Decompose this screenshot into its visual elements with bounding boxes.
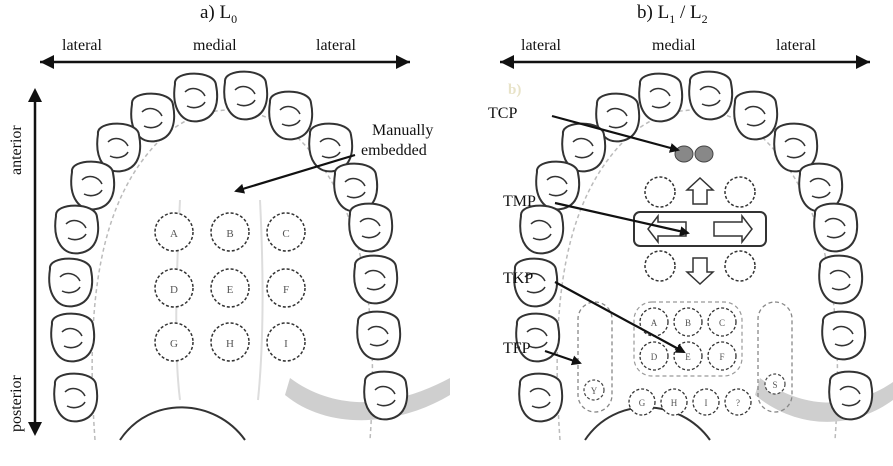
bottom-pad-row: G H I ?: [629, 389, 751, 415]
pad-grid-a: A B C D E F G H I: [155, 213, 305, 361]
panel-b-title: b) L1 / L2: [637, 2, 708, 27]
pad-label: B: [226, 228, 233, 240]
panel-b-title-sub2: 2: [702, 12, 708, 26]
panel-b-lateral-right: lateral: [776, 37, 816, 55]
tcp-dot-right: [695, 146, 713, 162]
tfp-left-label: Y: [591, 386, 598, 396]
panel-a-title-text: a) L: [200, 2, 231, 23]
pad-label: G: [170, 338, 178, 350]
panel-a-lateral-left: lateral: [62, 37, 102, 55]
tcp-dot-left: [675, 146, 693, 162]
tmp-direction-pad: [634, 177, 766, 284]
pad-label: I: [284, 338, 288, 350]
faint-b-label: b): [508, 82, 521, 99]
panel-b-medial: medial: [652, 37, 696, 55]
panel-b-lateral-left: lateral: [521, 37, 561, 55]
tkp-label: A: [651, 318, 658, 328]
label-tcp: TCP: [488, 105, 517, 123]
pad-label: C: [282, 228, 289, 240]
callout-line-1: Manually: [372, 122, 433, 140]
bottom-pad-label: I: [705, 398, 708, 408]
pad-label: E: [227, 284, 234, 296]
label-tmp: TMP: [503, 193, 536, 211]
tfp-right-label: S: [772, 380, 777, 390]
tmp-arrow: [555, 203, 688, 233]
tkp-label: C: [719, 318, 725, 328]
panel-a-medial: medial: [193, 37, 237, 55]
panel-a-title: a) L0: [200, 2, 237, 27]
tkp-pad-grid: A B C D E F: [634, 302, 742, 376]
bottom-pad-label: G: [639, 398, 646, 408]
panel-a-lateral-right: lateral: [316, 37, 356, 55]
panel-a-title-sub: 0: [231, 12, 237, 26]
tkp-label: B: [685, 318, 691, 328]
pad-label: H: [226, 338, 234, 350]
pad-label: A: [170, 228, 178, 240]
label-tfp: TFP: [503, 340, 531, 358]
tkp-label: D: [651, 352, 658, 362]
panel-a-drawing: A B C D E F G H I: [28, 55, 450, 440]
panel-b-title-text: b) L: [637, 2, 669, 23]
axis-anterior-label: anterior: [8, 125, 26, 175]
panel-b-title-mid: / L: [675, 2, 701, 23]
pad-label: F: [283, 284, 289, 296]
callout-line-2: embedded: [361, 142, 427, 160]
tkp-label: F: [719, 352, 724, 362]
panel-b-drawing: A B C D E F G H I ? Y S: [500, 55, 893, 440]
bottom-pad-label: H: [671, 398, 678, 408]
axis-posterior-label: posterior: [8, 375, 26, 432]
pad-label: D: [170, 284, 178, 296]
tkp-label: E: [685, 352, 691, 362]
bottom-pad-label: ?: [736, 398, 740, 408]
label-tkp: TKP: [503, 270, 533, 288]
